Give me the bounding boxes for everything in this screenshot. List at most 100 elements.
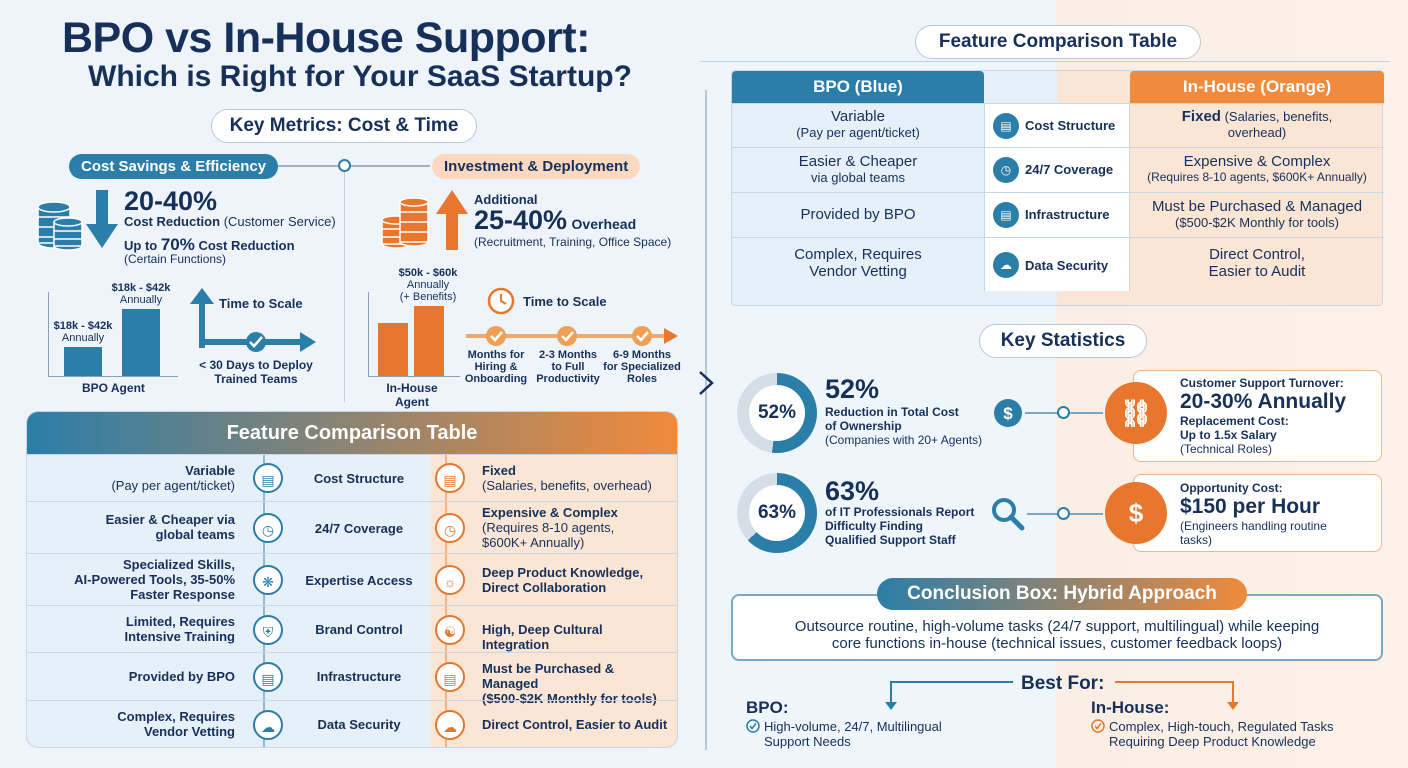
conclusion-line-2: core functions in-house (technical issue… [831, 635, 1283, 652]
magnifier-icon [990, 496, 1026, 537]
inhouse-bars-baseline [368, 376, 460, 377]
r-row-4-bpo-1: Complex, Requires [794, 246, 922, 263]
server-icon: ▤ [993, 202, 1019, 228]
stat2-line-2: Difficulty Finding [825, 519, 923, 533]
stat1-line-1: Reduction in Total Cost [825, 405, 959, 419]
globe-clock-icon: ◷ [253, 513, 283, 543]
step-1-line-1: Months for [467, 349, 525, 361]
inhouse-caption-2: Agent [395, 395, 429, 409]
row-3-bpo-1: Specialized Skills, [123, 557, 235, 572]
conclusion-heading: Conclusion Box: Hybrid Approach [877, 578, 1247, 610]
row-3-feature: Expertise Access [305, 573, 413, 588]
row-6-bpo-1: Complex, Requires [117, 709, 235, 724]
donut-52-label: 52% [749, 385, 805, 441]
right-table-row: Provided by BPO ▤Infrastructure Must be … [732, 192, 1384, 237]
cost-reduction-big: 20-40% [124, 186, 218, 216]
bpo-best-label: BPO: [746, 698, 789, 717]
r-row-2-in-1: Expensive & Complex [1183, 153, 1331, 170]
bpo-bar-1-value: $18k - $42k [53, 320, 113, 332]
left-table-axis-orange [445, 454, 447, 747]
row-4-inhouse-1: High, Deep Cultural Integration [482, 622, 603, 652]
r-row-1-in-1: Fixed [1181, 108, 1221, 125]
lock-cloud-icon: ☁ [253, 710, 283, 740]
globe-clock-icon: ◷ [993, 157, 1019, 183]
bpo-bar-1 [64, 347, 102, 376]
inhouse-bars-caption: In-House Agent [380, 381, 444, 409]
stat2-line-1: of IT Professionals Report [825, 505, 975, 519]
inhouse-column-header: In-House (Orange) [1130, 71, 1384, 103]
check-circle-icon [746, 719, 760, 738]
row-5-inhouse-2: ($500-$2K Monthly for tools) [482, 691, 657, 706]
overhead-line: 25-40% Overhead [474, 205, 636, 236]
up-to-sub: (Certain Functions) [124, 252, 227, 266]
bpo-best-text: High-volume, 24/7, Multilingual Support … [764, 719, 942, 749]
server-icon: ▤ [435, 662, 465, 692]
r-row-3-in-1: Must be Purchased & Managed [1151, 198, 1363, 215]
row-2-bpo-1: Easier & Cheaper via [105, 512, 235, 527]
inhouse-bar-sub2: (+ Benefits) [399, 291, 457, 303]
stat2-big: 63% [825, 476, 880, 506]
bpo-bar-2 [122, 309, 160, 376]
opportunity-big: $150 per Hour [1180, 495, 1321, 518]
lock-cloud-icon: ☁ [435, 710, 465, 740]
left-comparison-table: Feature Comparison Table Variable(Pay pe… [26, 411, 678, 748]
row-4-feature: Brand Control [315, 622, 403, 637]
bpo-bar-2-sub: Annually [119, 294, 163, 306]
additional-label: Additional [474, 192, 538, 207]
stat2-line-3: Qualified Support Staff [825, 533, 956, 547]
step-2-line-3: Productivity [536, 373, 600, 385]
coins-icon [52, 214, 92, 259]
handshake-icon: ☯ [435, 615, 465, 645]
bpo-bars-axis [48, 292, 49, 376]
turnover-line-2: Up to 1.5x Salary [1180, 428, 1277, 442]
inhouse-caption-1: In-House [386, 381, 438, 395]
bpo-time-desc: < 30 Days to Deploy Trained Teams [196, 358, 316, 386]
bpo-bars-caption: BPO Agent [82, 381, 145, 395]
bpo-column-header: BPO (Blue) [732, 71, 984, 103]
r-row-1-bpo-1: Variable [831, 108, 885, 125]
row-2-inhouse-2: (Requires 8-10 agents, $600K+ Annually) [482, 520, 615, 550]
row-6-inhouse-1: Direct Control, Easier to Audit [482, 717, 668, 732]
row-1-bpo-2: (Pay per agent/ticket) [111, 478, 235, 493]
r-row-2-feature: 24/7 Coverage [1025, 162, 1114, 177]
tags-connector-node [338, 159, 351, 172]
row-5-feature: Infrastructure [316, 669, 402, 684]
stat1-big: 52% [825, 374, 880, 404]
coins-icon: ▤ [993, 113, 1019, 139]
turnover-box [1133, 370, 1382, 462]
r-row-3-bpo-1: Provided by BPO [800, 206, 916, 223]
turnover-line-1: Replacement Cost: [1180, 414, 1289, 428]
broken-link-icon: ⛓ [1105, 382, 1167, 444]
up-to-text: Cost Reduction [194, 238, 295, 253]
left-table-heading: Feature Comparison Table [27, 412, 677, 454]
inhouse-bars-axis [368, 292, 369, 376]
inhouse-bar-label: $50k - $60k Annually (+ Benefits) [393, 267, 463, 303]
up-to-line: Up to 70% Cost Reduction [124, 235, 295, 255]
inhouse-bar-2 [414, 306, 444, 376]
bpo-time-desc-1: < 30 Days to Deploy [199, 358, 313, 372]
best-for-arrows [885, 672, 1245, 717]
left-table-row: Variable(Pay per agent/ticket) ▤ Cost St… [27, 454, 677, 501]
down-arrow-icon [86, 190, 118, 255]
step-1-line-2: Hiring & [474, 361, 518, 373]
right-table-row: Variable(Pay per agent/ticket) ▤Cost Str… [732, 103, 1384, 147]
conclusion-line-1: Outsource routine, high-volume tasks (24… [794, 618, 1320, 635]
step-1-line-3: Onboarding [464, 373, 528, 385]
timeline-step-3: 6-9 Months for Specialized Roles [602, 349, 682, 385]
row-5-bpo-1: Provided by BPO [128, 669, 235, 684]
inhouse-best-line-1: Complex, High-touch, Regulated Tasks [1109, 719, 1334, 734]
svg-text:$: $ [1003, 404, 1013, 423]
timeline-step-2: 2-3 Months to Full Productivity [532, 349, 604, 385]
step-2-line-2: to Full [551, 361, 585, 373]
r-row-1-feature: Cost Structure [1025, 118, 1116, 133]
turnover-line-3: (Technical Roles) [1180, 442, 1273, 456]
inhouse-bar-value: $50k - $60k [398, 267, 458, 279]
overhead-big: 25-40% [474, 205, 568, 235]
row-1-inhouse-1: Fixed [482, 463, 516, 478]
stat2-connector-node [1057, 507, 1070, 520]
key-statistics-heading: Key Statistics [979, 324, 1147, 358]
right-comparison-table: BPO (Blue) In-House (Orange) Variable(Pa… [731, 70, 1384, 306]
bpo-time-desc-2: Trained Teams [214, 372, 298, 386]
row-2-feature: 24/7 Coverage [314, 521, 404, 536]
